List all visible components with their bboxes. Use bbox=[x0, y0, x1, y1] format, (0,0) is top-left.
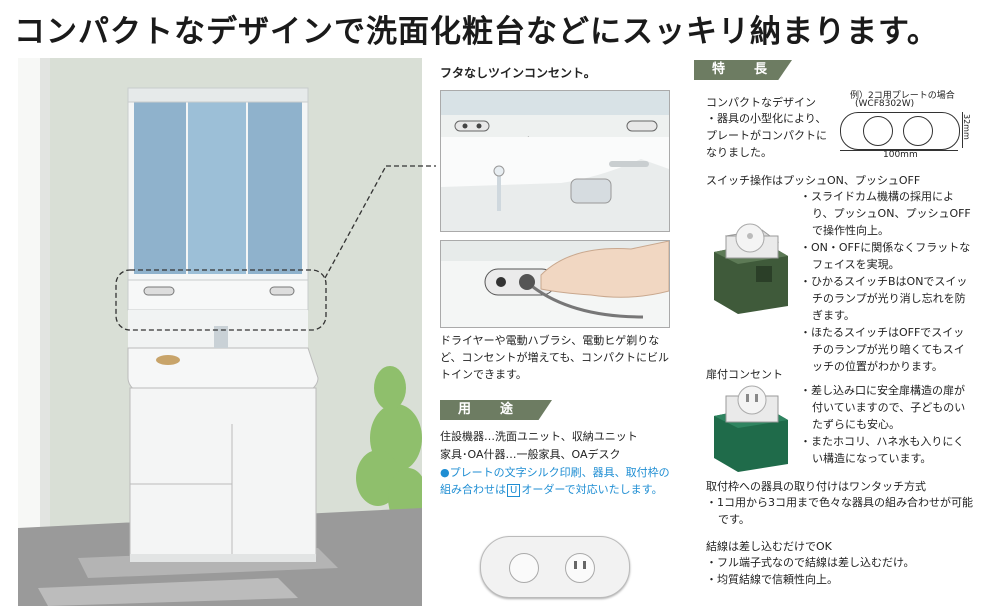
width-dimension-line bbox=[840, 150, 958, 151]
height-label: 32mm bbox=[962, 114, 971, 140]
page-headline: コンパクトなデザインで洗面化粧台などにスッキリ納まります。 bbox=[14, 14, 939, 50]
switch-item: ・ひかるスイッチBはONでスイッチのランプが光り消し忘れを防ぎます。 bbox=[800, 275, 968, 322]
compact-title: コンパクトなデザイン bbox=[706, 96, 816, 109]
usage-line-1: 住設機器…洗面ユニット、収納ユニット bbox=[440, 430, 638, 443]
mount-item: ・1コ用から3コ用まで色々な器具の組み合わせが可能です。 bbox=[706, 496, 973, 526]
switch-item: ・ON・OFFに関係なくフラットなフェイスを実現。 bbox=[800, 241, 971, 271]
usage-note-before: ●プレートの文字シルク印刷、器具、取付枠の組み合わせは bbox=[440, 466, 670, 496]
switch-item: ・ほたるスイッチはOFFでスイッチのランプが光り暗くてもスイッチの位置がわかりま… bbox=[800, 326, 965, 373]
outlet-title: フタなしツインコンセント。 bbox=[440, 66, 596, 80]
door-outlet-device-icon bbox=[704, 382, 794, 472]
vanity-illustration bbox=[18, 58, 422, 606]
mount-title: 取付枠への器具の取り付けはワンタッチ方式 bbox=[706, 480, 926, 493]
twin-outlet-plate-icon bbox=[480, 536, 630, 598]
plate-dimension-diagram bbox=[840, 112, 960, 150]
door-item: ・またホコリ、ハネ水も入りにくい構造になっています。 bbox=[800, 435, 965, 465]
switch-list: ・スライドカム機構の採用により、プッシュON、プッシュOFFで操作性向上。 ・O… bbox=[800, 188, 972, 375]
door-title: 扉付コンセント bbox=[706, 368, 783, 381]
outlet-photo-closeup bbox=[440, 90, 670, 232]
height-dimension-line bbox=[962, 112, 963, 148]
wiring-item: ・フル端子式なので結線は差し込むだけ。 bbox=[706, 556, 915, 569]
switch-device-icon bbox=[704, 216, 794, 316]
compact-item: ・器具の小型化により、プレートがコンパクトになりました。 bbox=[706, 112, 827, 159]
example-line-1: 例）2コ用プレートの場合 bbox=[850, 91, 955, 101]
usage-header: 用 途 bbox=[440, 400, 552, 420]
wiring-item: ・均質結線で信頼性向上。 bbox=[706, 573, 838, 586]
outlet-description: ドライヤーや電動ハブラシ、電動ヒゲ剃りなど、コンセントが増えても、コンパクトにビ… bbox=[440, 334, 670, 381]
features-header: 特 長 bbox=[694, 60, 792, 80]
width-label: 100mm bbox=[883, 150, 918, 160]
switch-title: スイッチ操作はプッシュON、プッシュOFF bbox=[706, 174, 921, 187]
usage-line-2: 家具･OA什器…一般家具、OAデスク bbox=[440, 448, 621, 461]
wiring-list: ・フル端子式なので結線は差し込むだけ。 ・均質結線で信頼性向上。 bbox=[706, 554, 974, 588]
example-line-2: (WCF8302W) bbox=[855, 99, 915, 109]
mount-list: ・1コ用から3コ用まで色々な器具の組み合わせが可能です。 bbox=[706, 494, 974, 528]
switch-item: ・スライドカム機構の採用により、プッシュON、プッシュOFFで操作性向上。 bbox=[800, 190, 971, 237]
door-item: ・差し込み口に安全扉構造の扉が付いていますので、子どものいたずらにも安心。 bbox=[800, 384, 966, 431]
u-order-mark: U bbox=[507, 484, 521, 497]
usage-note-after: オーダーで対応いたします。 bbox=[521, 483, 663, 496]
outlet-photo-plug bbox=[440, 240, 670, 328]
door-list: ・差し込み口に安全扉構造の扉が付いていますので、子どものいたずらにも安心。 ・ま… bbox=[800, 382, 972, 467]
wiring-title: 結線は差し込むだけでOK bbox=[706, 540, 832, 553]
